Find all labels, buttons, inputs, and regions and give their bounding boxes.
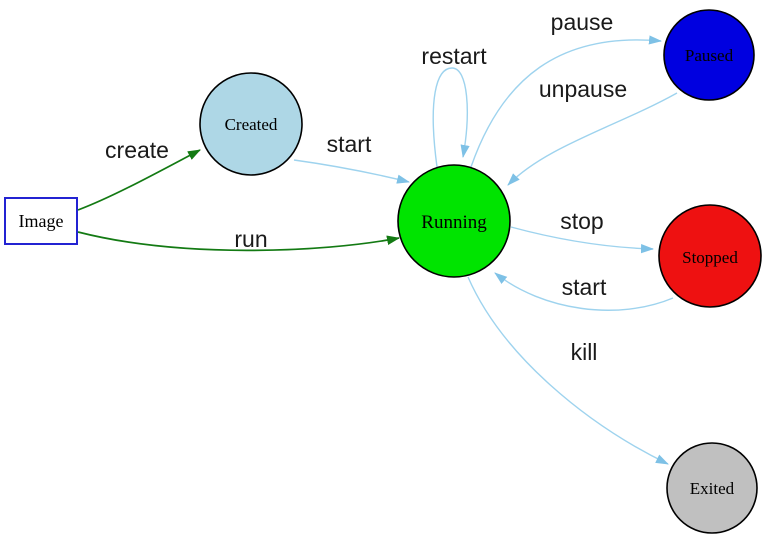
edge-label-create: create <box>105 137 169 163</box>
created-node-label: Created <box>225 115 278 134</box>
node-exited: Exited <box>666 442 758 534</box>
exited-node-label: Exited <box>690 479 735 498</box>
edge-label-restart: restart <box>421 43 487 69</box>
paused-node-label: Paused <box>685 46 734 65</box>
node-stopped: Stopped <box>658 204 762 308</box>
edge-unpause <box>507 92 678 186</box>
edge-pause <box>470 35 662 168</box>
running-node-label: Running <box>421 212 487 233</box>
edge-create <box>77 149 201 211</box>
edge-label-stop: stop <box>560 208 603 234</box>
edge-label-run: run <box>234 226 267 252</box>
edge-run <box>77 231 400 252</box>
node-image: Image <box>4 197 78 245</box>
paused-node-circle <box>663 9 755 101</box>
edge-label-start: start <box>327 131 372 157</box>
stopped-node-circle <box>658 204 762 308</box>
image-node-box <box>4 197 78 245</box>
stopped-node-label: Stopped <box>682 248 738 267</box>
edge-start-again <box>494 272 674 311</box>
exited-node-circle <box>666 442 758 534</box>
edge-label-start-again: start <box>562 274 607 300</box>
image-node-label: Image <box>19 211 64 231</box>
edge-label-unpause: unpause <box>539 76 627 102</box>
edge-restart-self-loop <box>432 67 470 168</box>
created-node-circle <box>199 72 303 176</box>
edge-start <box>293 159 410 184</box>
node-paused: Paused <box>663 9 755 101</box>
edge-label-kill: kill <box>571 339 598 365</box>
node-created: Created <box>199 72 303 176</box>
running-node-circle <box>397 164 511 278</box>
edge-kill <box>467 276 669 465</box>
edge-label-pause: pause <box>551 9 614 35</box>
edge-stop <box>510 226 654 254</box>
node-running: Running <box>397 164 511 278</box>
